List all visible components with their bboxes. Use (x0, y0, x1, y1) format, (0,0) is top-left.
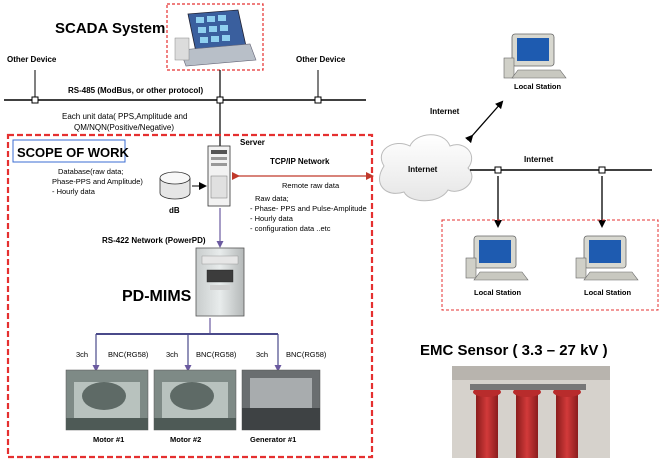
local-station-2-icon (575, 235, 639, 281)
emc-sensor-title: EMC Sensor ( 3.3 – 27 kV ) (420, 342, 608, 359)
tcpip-label: TCP/IP Network (270, 157, 330, 166)
internet-bus (470, 166, 652, 228)
channel-label-2: 3ch (166, 350, 178, 359)
internet-cloud-label: Internet (408, 165, 438, 174)
unit-data-line2: QM/NQN(Positive/Negative) (74, 123, 174, 132)
server-label: Server (240, 138, 265, 147)
scope-of-work-boundary (6, 133, 374, 459)
other-device-right-label: Other Device (296, 55, 346, 64)
motor1-photo (65, 369, 149, 431)
server-tower-icon (207, 145, 231, 207)
motor1-label: Motor #1 (93, 435, 124, 444)
channel-label-3: 3ch (256, 350, 268, 359)
raw-data-line2: - Phase- PPS and Pulse-Amplitude (250, 204, 367, 213)
raw-data-line3: - Hourly data (250, 214, 294, 223)
internet-arrow-label: Internet (430, 107, 460, 116)
rs485-bus (4, 70, 366, 146)
database-line2: Phase-PPS and Amplitude) (52, 177, 143, 186)
local-stations-group (441, 219, 659, 311)
internet-cloud-icon (379, 134, 473, 202)
scada-workstation-image (166, 3, 264, 71)
raw-data-line4: - configuration data ..etc (250, 224, 331, 233)
generator1-photo (241, 369, 321, 431)
rs422-label: RS-422 Network (PowerPD) (102, 236, 206, 245)
other-device-left-label: Other Device (7, 55, 57, 64)
pdmims-label: PD-MIMS (122, 288, 192, 305)
bnc-distribution-bus (92, 318, 282, 372)
bnc-label-1: BNC(RG58) (108, 350, 149, 359)
pdmims-cabinet-icon (195, 247, 245, 317)
local-station-top-icon (503, 33, 567, 79)
unit-data-line1: Each unit data( PPS,Amplitude and (62, 112, 187, 121)
bnc-label-2: BNC(RG58) (196, 350, 237, 359)
channel-label-1: 3ch (76, 350, 88, 359)
database-icon (159, 171, 191, 200)
scope-of-work-box (12, 139, 126, 163)
local-station-top-label: Local Station (514, 82, 562, 91)
emc-sensor-photo (452, 366, 610, 458)
local-station-1-icon (465, 235, 529, 281)
bnc-label-3: BNC(RG58) (286, 350, 327, 359)
raw-data-line1: Raw data; (255, 194, 289, 203)
local-station-1-label: Local Station (474, 288, 522, 297)
scada-title: SCADA System (55, 20, 165, 37)
local-station-2-label: Local Station (584, 288, 632, 297)
rs485-label: RS-485 (ModBus, or other protocol) (68, 86, 203, 95)
remote-raw-label: Remote raw data (282, 181, 340, 190)
motor2-label: Motor #2 (170, 435, 201, 444)
scope-of-work-label: SCOPE OF WORK (17, 145, 130, 160)
database-line1: Database(raw data; (58, 167, 123, 176)
motor2-photo (153, 369, 237, 431)
generator1-label: Generator #1 (250, 435, 296, 444)
internet-bus-label: Internet (524, 155, 554, 164)
db-label: dB (169, 206, 180, 215)
database-line3: - Hourly data (52, 187, 96, 196)
